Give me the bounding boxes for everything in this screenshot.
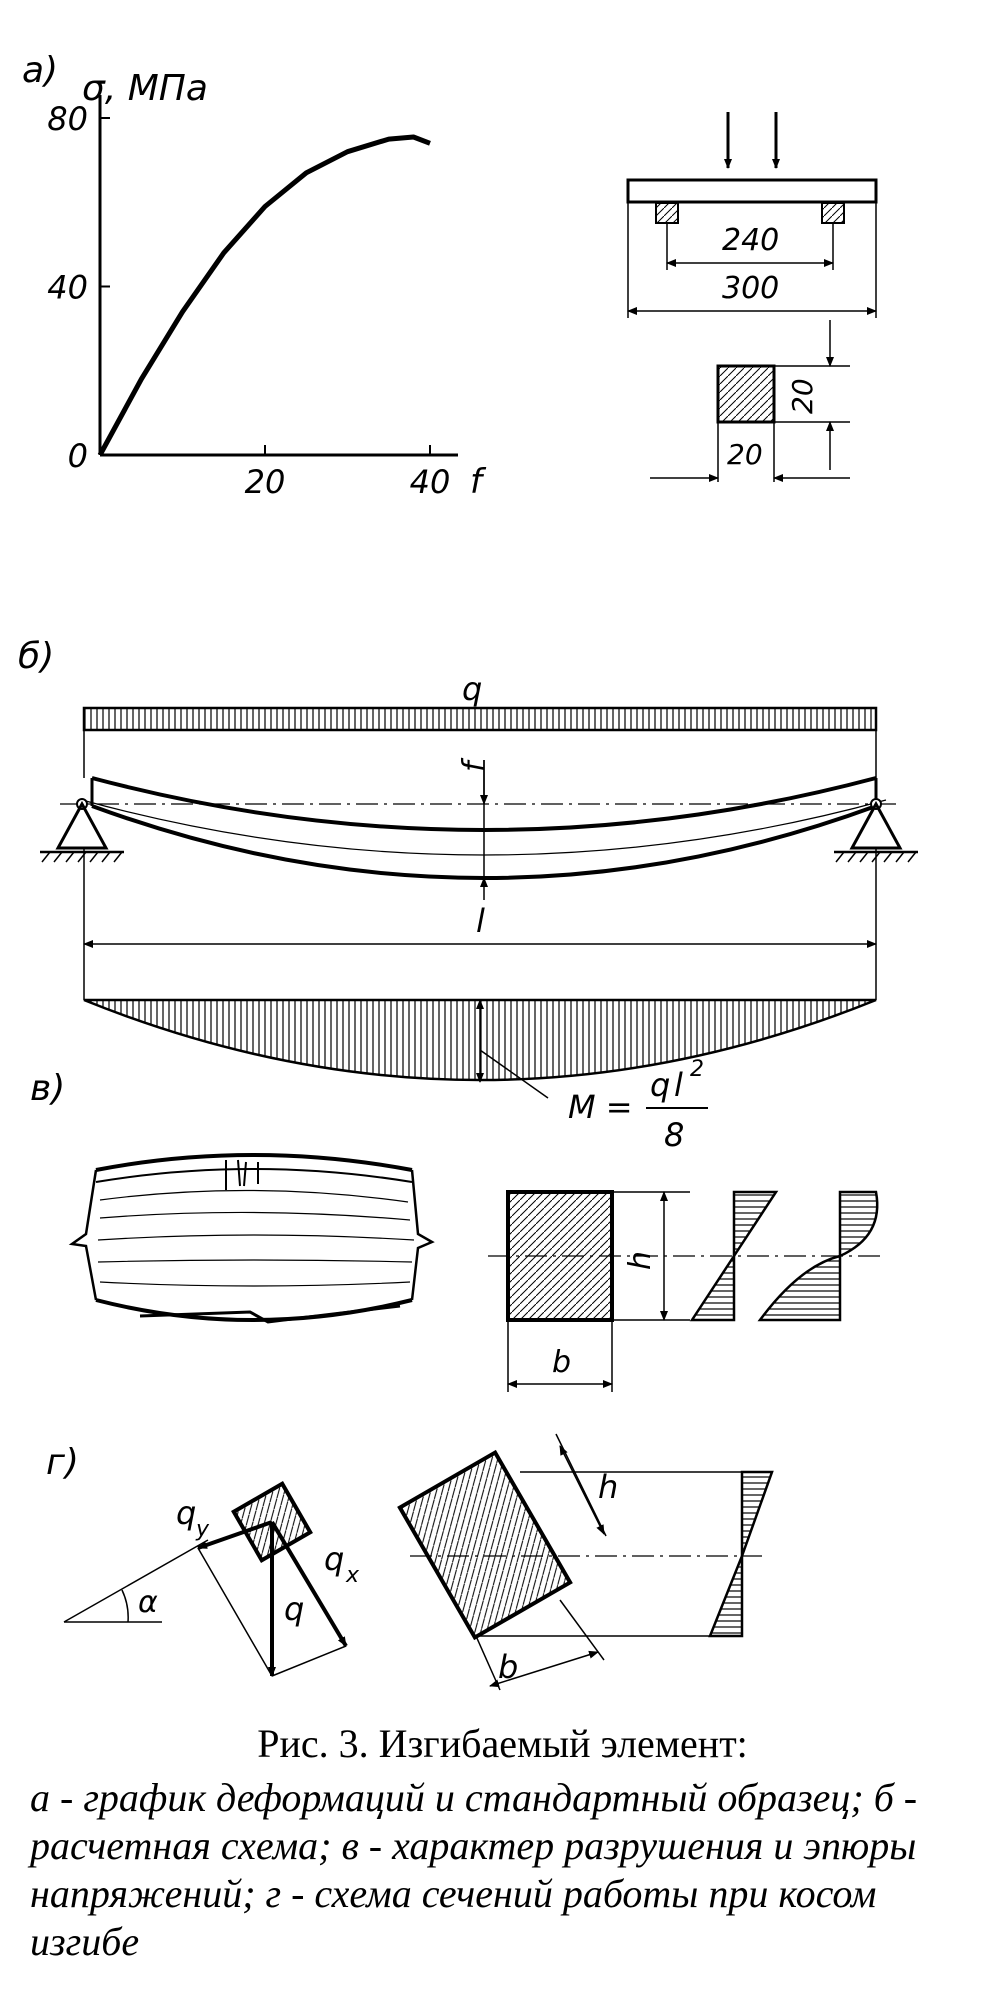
panel-a-label: а) [22,50,58,91]
load-q-label: q [462,670,482,708]
panel-v: в) h b [30,1068,880,1392]
chart-xlabel: f [470,462,487,502]
width-b-label: b [552,1345,571,1380]
stress-deflection-chart: 0 40 80 20 40 f [47,95,487,502]
height-dimension [559,1445,605,1535]
figure-caption: Рис. 3. Изгибаемый элемент: а - график д… [0,1720,1005,1966]
deflection-f-label: f [457,757,492,772]
elastic-stress-diagram [689,1190,779,1322]
panel-b-label: б) [18,636,54,677]
height-h-label: h [623,1251,658,1270]
force-qy-label: q [176,1494,196,1532]
moment-formula-l: l [674,1066,683,1104]
force-qx-label: q [324,1540,344,1578]
oblique-section-stress: h b [397,1433,774,1691]
panel-a: а) σ, МПа 0 40 80 20 40 f 240 300 20 [22,50,878,502]
figure-drawing: а) σ, МПа 0 40 80 20 40 f 240 300 20 [18,50,918,1691]
panel-g: г) α q q y q x h [46,1433,774,1691]
force-qy-arrow [197,1520,273,1550]
distributed-load [82,706,878,732]
fractured-beam [68,1153,435,1324]
chart-ylabel: σ, МПа [82,68,208,109]
moment-formula-lhs: M = [568,1088,633,1126]
panel-b: б) q f l [18,636,918,1154]
specimen-beam [626,178,878,204]
moment-formula-q: q [650,1066,670,1104]
oblique-section-forces: α q q y q x [63,1481,360,1677]
force-qx-subscript: x [345,1563,360,1588]
force-q-label: q [284,1590,304,1628]
support-block [821,202,845,224]
moment-formula-denominator: 8 [664,1116,684,1154]
standard-specimen: 240 300 20 20 [626,112,878,482]
caption-body: а - график деформаций и стандартный обра… [30,1775,918,1964]
x-tick-label: 20 [245,463,286,501]
span-l-label: l [476,902,485,940]
angle-alpha-label: α [138,1585,158,1620]
y-tick-label: 80 [47,100,88,138]
stress-deflection-curve [97,134,431,457]
beam-cross-section [506,1190,614,1322]
plastic-stress-diagram [757,1190,879,1322]
force-qy-subscript: y [195,1517,210,1542]
panel-v-label: в) [30,1068,65,1109]
support-block [655,202,679,224]
left-support [40,798,124,863]
panel-g-label: г) [46,1442,79,1483]
x-tick-label: 40 [410,463,451,501]
specimen-section [716,364,776,424]
width-dimension [489,1650,599,1688]
width-b-label: b [498,1648,518,1686]
dim-240: 240 [722,223,779,258]
y-tick-label: 40 [47,269,88,307]
force-qx-arrow [270,1520,348,1648]
caption-title: Рис. 3. Изгибаемый элемент: [257,1721,748,1766]
dim-300: 300 [722,271,779,306]
y-tick-label: 0 [68,437,88,475]
height-h-label: h [598,1468,618,1506]
moment-formula-exp: 2 [690,1057,704,1082]
dim-section-h: 20 [786,378,819,414]
dim-section-b: 20 [727,438,763,471]
